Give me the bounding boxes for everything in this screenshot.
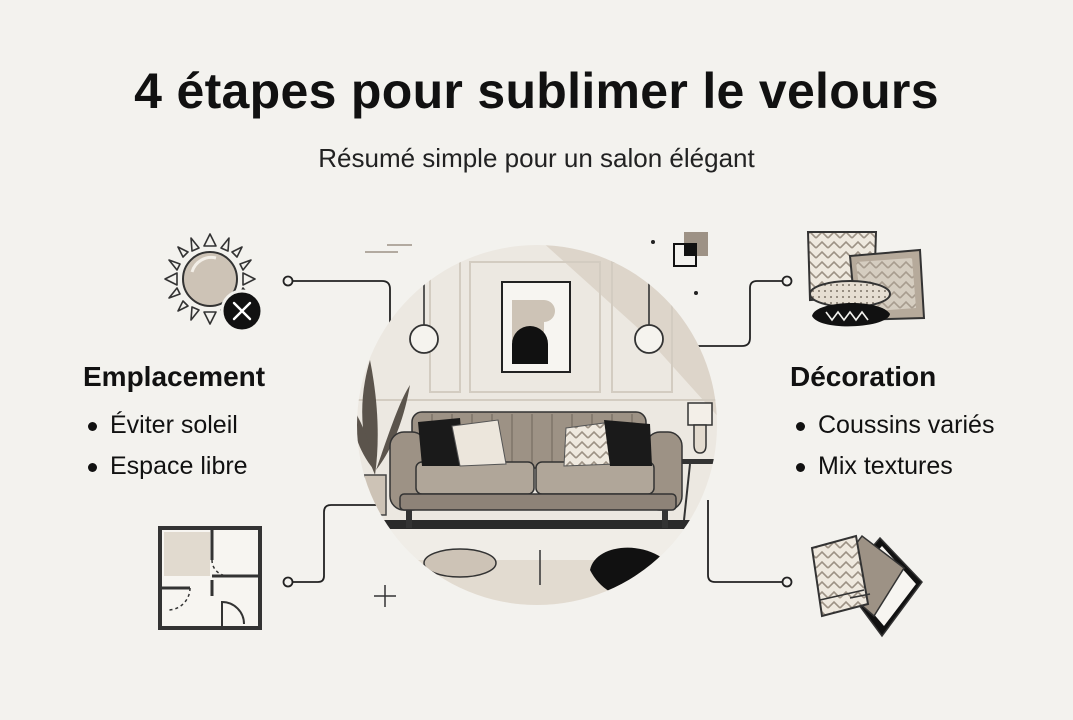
sofa — [389, 411, 683, 528]
connector-lines — [282, 275, 793, 588]
decorative-marks — [365, 244, 412, 607]
connector-top-right — [676, 280, 787, 347]
close-icon — [220, 289, 264, 333]
connector-bottom-left — [288, 504, 376, 583]
connector-top-left — [288, 280, 391, 330]
emplacement-list: Éviter soleil Espace libre — [84, 405, 248, 487]
connector-bottom-right — [707, 500, 787, 583]
sun-icon — [164, 233, 256, 325]
list-item: Mix textures — [792, 446, 994, 487]
list-item: Éviter soleil — [84, 405, 248, 446]
page-title: 4 étapes pour sublimer le velours — [134, 63, 939, 119]
decoration-heading: Décoration — [790, 361, 937, 392]
fabric-swatches-icon — [810, 534, 923, 638]
decoration-list: Coussins variés Mix textures — [792, 405, 994, 487]
floor-plan-icon — [158, 526, 262, 630]
living-room-scene — [357, 245, 717, 605]
emplacement-heading: Emplacement — [83, 361, 266, 392]
page-subtitle: Résumé simple pour un salon élégant — [318, 143, 755, 173]
list-item: Espace libre — [84, 446, 248, 487]
cushions-icon — [806, 231, 926, 327]
list-item: Coussins variés — [792, 405, 994, 446]
